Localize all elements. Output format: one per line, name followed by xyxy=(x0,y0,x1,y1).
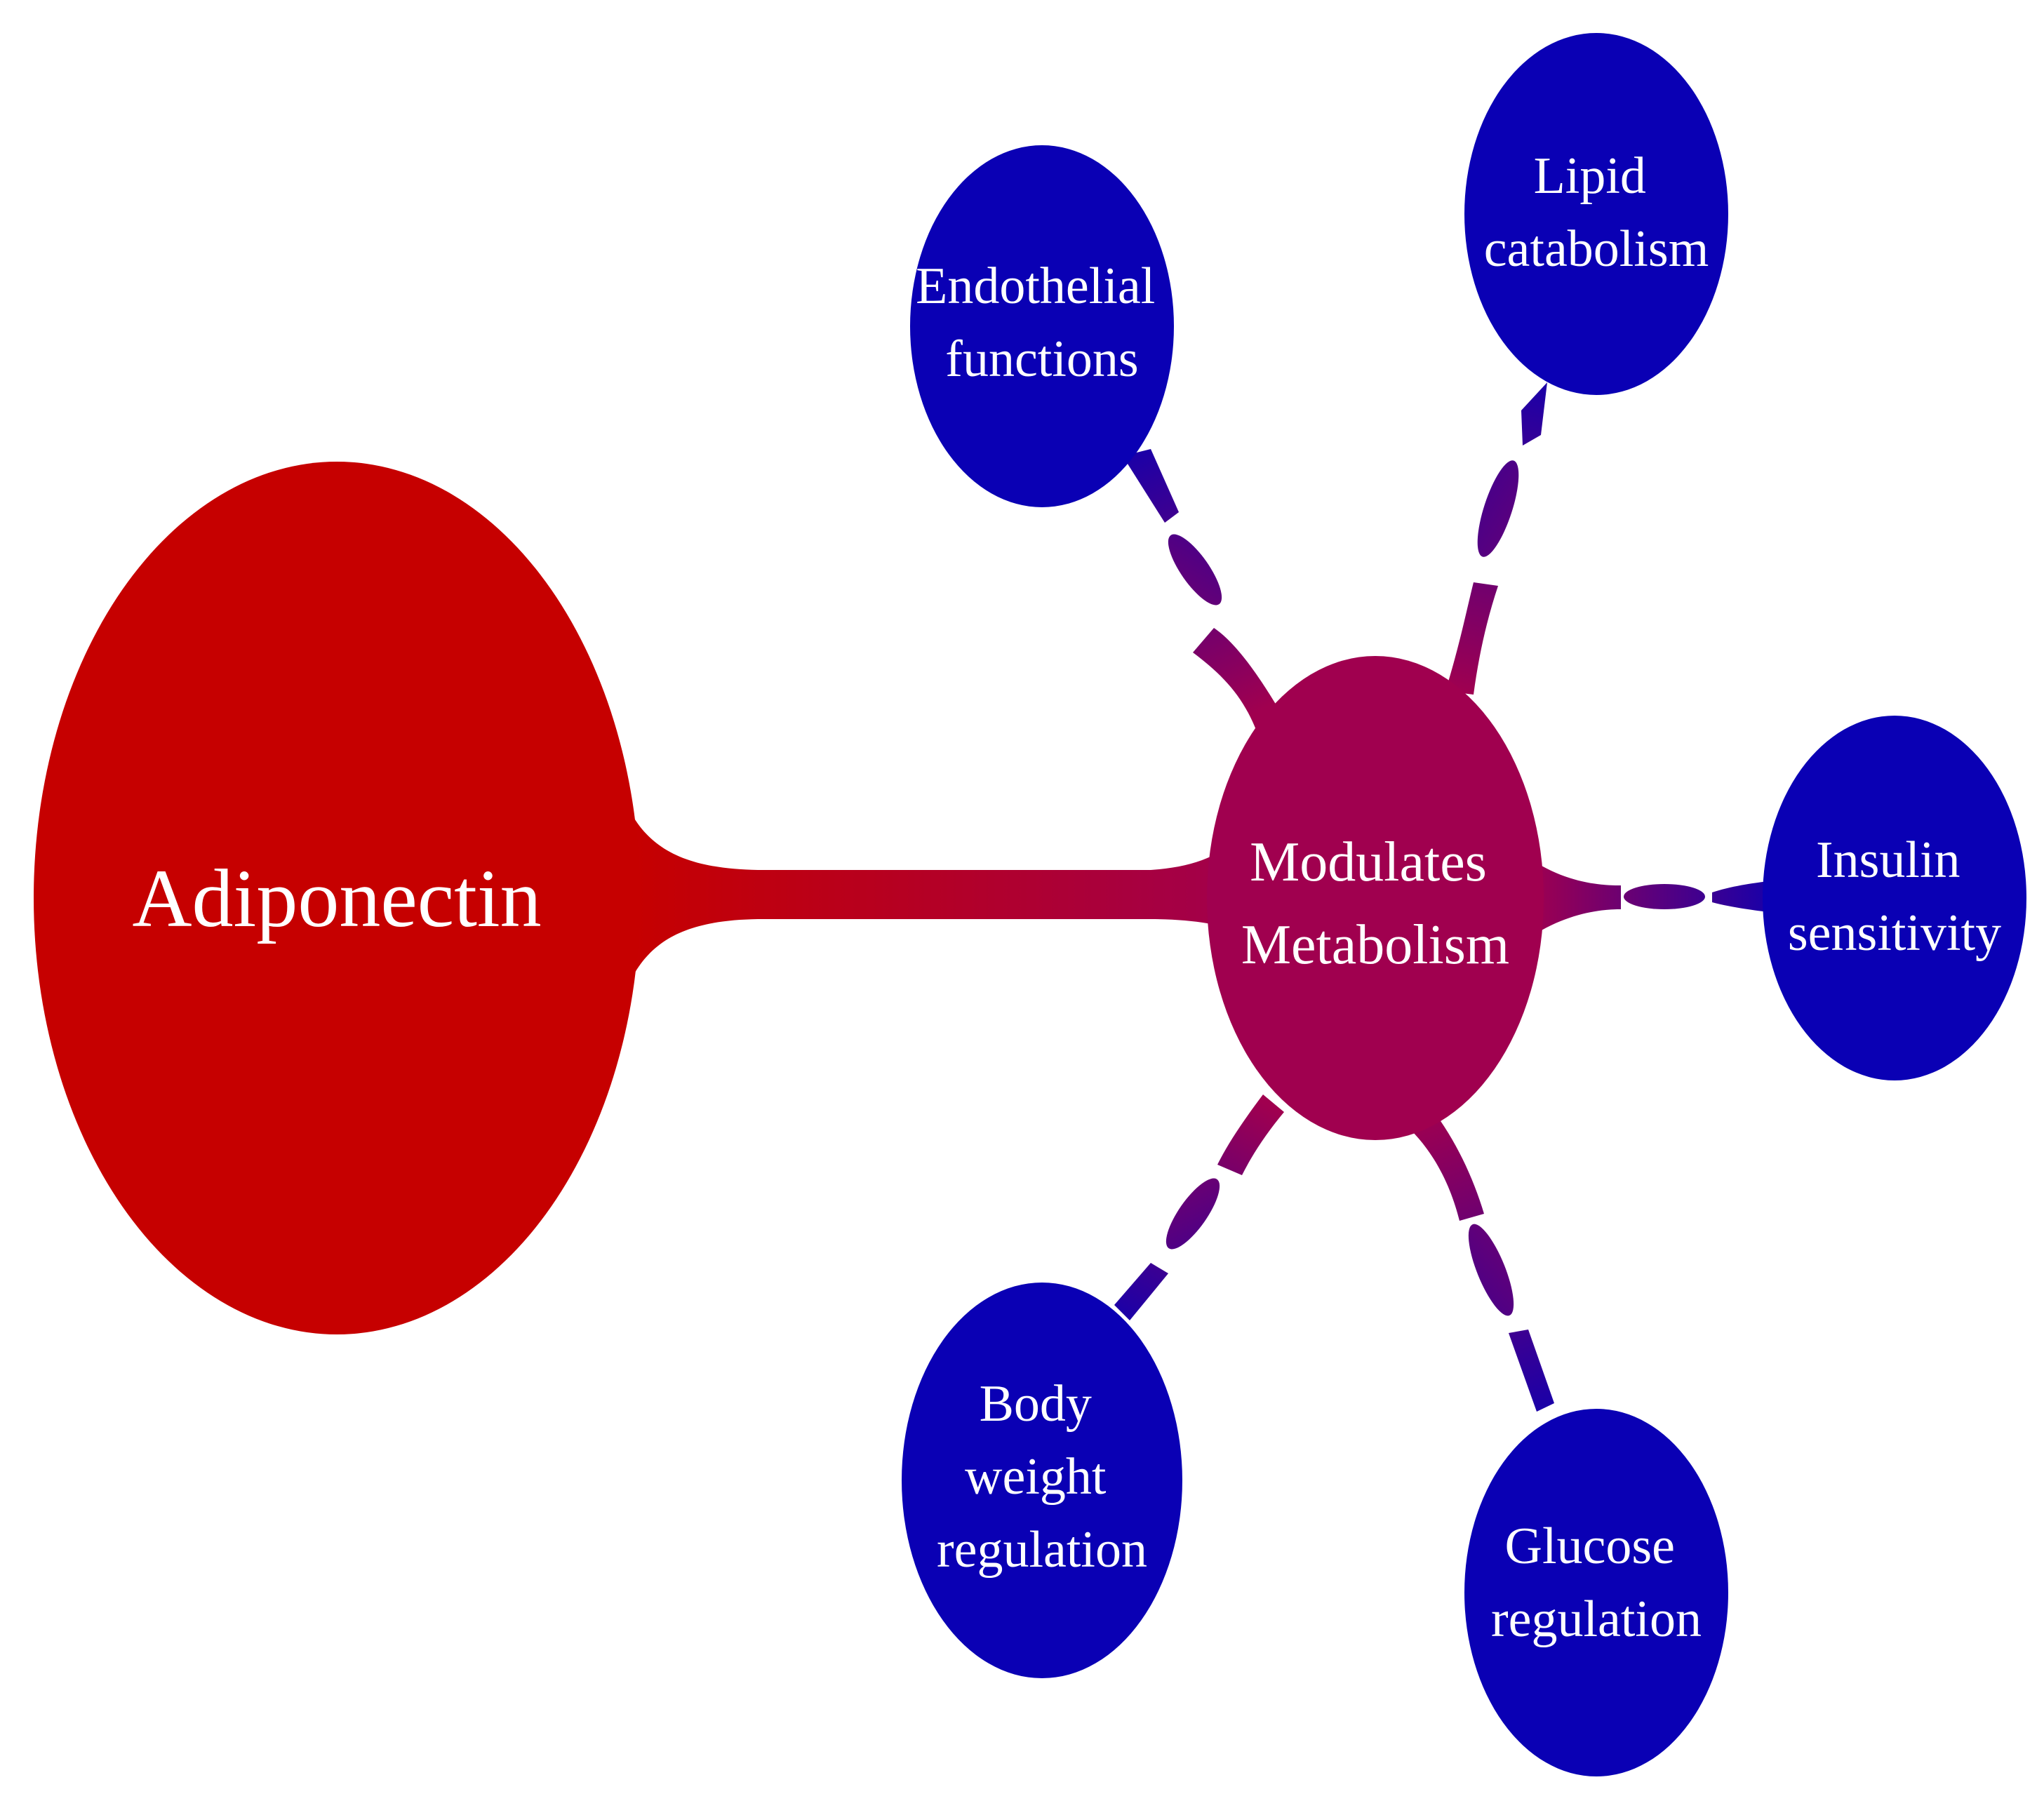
hub-label-line-1: Modulates xyxy=(1250,831,1487,893)
body-weight-label-line-3: regulation xyxy=(937,1521,1147,1579)
lipid-label-line-2: catabolism xyxy=(1484,220,1709,278)
leaf-node-insulin xyxy=(1763,716,2026,1080)
hub-label-line-2: Metabolism xyxy=(1241,914,1509,976)
connector-hub-lipid xyxy=(1445,382,1547,695)
root-label: Adiponectin xyxy=(132,852,541,944)
leaf-node-lipid xyxy=(1464,33,1728,395)
connector-hub-glucose xyxy=(1410,1109,1554,1412)
connector-root-hub xyxy=(617,779,1249,1017)
lipid-label: Lipid catabolism xyxy=(1484,147,1709,278)
body-weight-label: Body weight regulation xyxy=(937,1375,1147,1579)
body-weight-label-line-1: Body xyxy=(980,1375,1092,1433)
connector-hub-insulin xyxy=(1537,863,1768,933)
endothelial-label-line-2: functions xyxy=(945,330,1138,388)
glucose-label-line-1: Glucose xyxy=(1505,1518,1676,1575)
insulin-label-line-2: sensitivity xyxy=(1788,904,2001,962)
insulin-label-line-1: Insulin xyxy=(1816,831,1960,889)
endothelial-label: Endothelial functions xyxy=(916,257,1168,388)
body-weight-label-line-2: weight xyxy=(965,1448,1107,1506)
root-node xyxy=(34,462,640,1334)
insulin-label: Insulin sensitivity xyxy=(1788,831,2001,962)
hub-label: Modulates Metabolism xyxy=(1241,831,1509,976)
connector-hub-body-weight xyxy=(1114,1094,1284,1320)
endothelial-label-line-1: Endothelial xyxy=(916,257,1155,315)
glucose-label-line-2: regulation xyxy=(1491,1591,1702,1648)
leaf-node-endothelial xyxy=(910,145,1174,507)
leaf-node-glucose xyxy=(1464,1409,1728,1776)
leaf-node-body-weight xyxy=(902,1283,1182,1678)
hub-node xyxy=(1207,656,1544,1140)
glucose-label: Glucose regulation xyxy=(1491,1518,1702,1648)
lipid-label-line-1: Lipid xyxy=(1534,147,1646,205)
connector-hub-endothelial xyxy=(1123,449,1278,730)
